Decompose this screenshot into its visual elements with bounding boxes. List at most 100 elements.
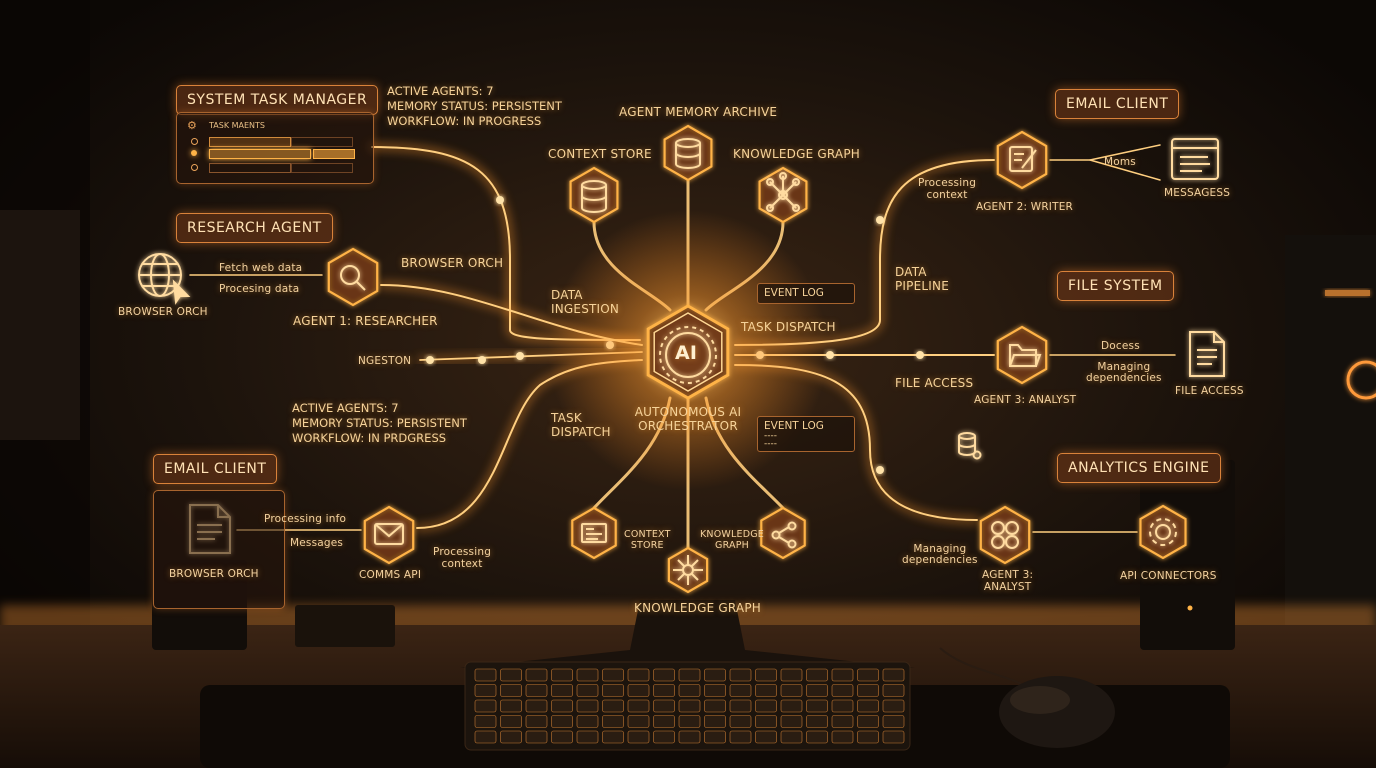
messagess-label: MESSAGESS bbox=[1164, 187, 1231, 199]
monitor-stand bbox=[460, 600, 915, 668]
keyboard-key bbox=[729, 715, 752, 728]
browser-orch-label-top: BROWSER ORCH bbox=[401, 256, 504, 270]
keyboard-key bbox=[627, 730, 650, 744]
event-log-bottom[interactable]: EVENT LOG ---- ---- bbox=[757, 416, 855, 452]
keyboard-key bbox=[627, 668, 650, 682]
task-dispatch-left-label: TASK DISPATCH bbox=[551, 411, 611, 439]
context-store-label: CONTEXT STORE bbox=[548, 147, 652, 161]
hex-memory-archive[interactable] bbox=[663, 124, 713, 182]
hex-knowledge-bottom[interactable] bbox=[667, 546, 709, 594]
keyboard-key bbox=[831, 684, 854, 697]
task-manager-header: TASK MAENTS bbox=[209, 121, 265, 130]
orchestrator-label[interactable]: AUTONOMOUS AI ORCHESTRATOR bbox=[634, 405, 742, 433]
globe-icon bbox=[138, 253, 191, 305]
keyboard-key bbox=[525, 715, 548, 728]
folder-icon bbox=[1009, 344, 1042, 367]
keyboard-key bbox=[831, 730, 854, 744]
managing-deps-analytics: Managing dependencies bbox=[902, 543, 978, 566]
task-manager-title[interactable]: SYSTEM TASK MANAGER bbox=[176, 85, 379, 115]
keyboard-key bbox=[525, 668, 548, 682]
keyboard-key bbox=[755, 684, 777, 697]
keyboard-key bbox=[500, 684, 522, 697]
gear-icon bbox=[1149, 518, 1177, 546]
task-manager-panel: ⚙ TASK MAENTS bbox=[176, 112, 374, 184]
mouse-highlight bbox=[1010, 686, 1070, 714]
icons bbox=[138, 138, 1225, 585]
agent1-label[interactable]: AGENT 1: RESEARCHER bbox=[293, 314, 438, 328]
document-icon bbox=[1189, 331, 1225, 377]
top-status-workflow: WORKFLOW: IN PROGRESS bbox=[387, 114, 542, 128]
email-client-left-title[interactable]: EMAIL CLIENT bbox=[153, 454, 278, 484]
file-access-right-label: FILE ACCESS bbox=[1175, 385, 1244, 397]
api-connectors-label[interactable]: API CONNECTORS bbox=[1120, 570, 1217, 582]
flow-writer-out2 bbox=[1089, 159, 1161, 181]
keyboard-key bbox=[500, 715, 522, 728]
hex-api-connectors[interactable] bbox=[1139, 504, 1187, 560]
left-small-box bbox=[295, 605, 395, 647]
keyboard-key bbox=[551, 730, 573, 744]
agent3-analytics-label[interactable]: AGENT 3: ANALYST bbox=[982, 569, 1034, 593]
keyboard-key bbox=[806, 699, 828, 713]
flow-dot-2 bbox=[516, 352, 524, 360]
research-agent-title[interactable]: RESEARCH AGENT bbox=[176, 213, 333, 243]
flow-dot-0 bbox=[478, 356, 486, 364]
keyboard-keys bbox=[474, 668, 905, 744]
keyboard-key bbox=[882, 699, 905, 713]
keyboard-key bbox=[602, 699, 624, 713]
keyboard-key bbox=[882, 715, 905, 728]
archive-database-icon bbox=[675, 138, 701, 169]
data-ingestion-label: DATA INGESTION bbox=[551, 288, 620, 316]
keyboard-key bbox=[831, 699, 854, 713]
keyboard-key bbox=[729, 684, 752, 697]
keyboard-key bbox=[474, 684, 497, 697]
hex-knowledge-small[interactable] bbox=[760, 506, 806, 560]
file-system-title[interactable]: FILE SYSTEM bbox=[1057, 271, 1174, 301]
agent3-analyst-label[interactable]: AGENT 3: ANALYST bbox=[974, 394, 1077, 406]
keyboard-key bbox=[678, 684, 701, 697]
keyboard-key bbox=[551, 715, 573, 728]
event-log-top[interactable]: EVENT LOG bbox=[757, 283, 855, 304]
comms-api-label[interactable]: COMMS API bbox=[359, 569, 422, 581]
keyboard-key bbox=[780, 699, 803, 713]
keyboard-key bbox=[551, 699, 573, 713]
flow-dot-4 bbox=[916, 351, 924, 359]
keyboard-key bbox=[857, 715, 879, 728]
keyboard-key bbox=[806, 684, 828, 697]
keyboard-key bbox=[806, 730, 828, 744]
agent2-label[interactable]: AGENT 2: WRITER bbox=[976, 201, 1074, 213]
left-shelf bbox=[0, 210, 80, 440]
keyboard-key bbox=[525, 730, 548, 744]
keyboard-key bbox=[704, 715, 726, 728]
processing-context-left: Processing context bbox=[433, 546, 492, 570]
hex-researcher[interactable] bbox=[327, 247, 379, 307]
hex-orchestrator-inner bbox=[653, 312, 723, 392]
managing-deps-right: Managing dependencies bbox=[1086, 361, 1162, 384]
keyboard-key bbox=[576, 715, 599, 728]
keyboard-key bbox=[576, 668, 599, 682]
top-status-memory: MEMORY STATUS: PERSISTENT bbox=[387, 99, 562, 113]
keyboard-key bbox=[627, 699, 650, 713]
search-icon bbox=[340, 265, 366, 291]
keyboard-key bbox=[602, 730, 624, 744]
messages-label-left: Messages bbox=[290, 537, 344, 549]
database-icon bbox=[581, 180, 607, 213]
moms-label: Moms bbox=[1104, 156, 1136, 168]
messages-window-icon bbox=[1171, 138, 1219, 180]
list-icon bbox=[581, 523, 607, 543]
keyboard-key bbox=[627, 684, 650, 697]
knowledge-graph-small-label: KNOWLEDGE GRAPH bbox=[700, 529, 764, 551]
right-speaker-glow bbox=[1325, 290, 1370, 296]
processing-info-label: Processing info bbox=[264, 513, 347, 525]
task-row-3 bbox=[191, 163, 361, 173]
event-log-dashes: ---- ---- bbox=[764, 431, 777, 449]
flow-dot-7 bbox=[876, 466, 884, 474]
analytics-title[interactable]: ANALYTICS ENGINE bbox=[1057, 453, 1221, 483]
keyboard-key bbox=[704, 684, 726, 697]
task-manager-gear-icon: ⚙ bbox=[187, 119, 197, 132]
email-client-right-title[interactable]: EMAIL CLIENT bbox=[1055, 89, 1180, 119]
hex-analytics[interactable] bbox=[979, 505, 1031, 565]
small-database-icon bbox=[958, 432, 982, 460]
right-speaker-ring bbox=[1346, 360, 1376, 400]
keyboard-key bbox=[729, 699, 752, 713]
